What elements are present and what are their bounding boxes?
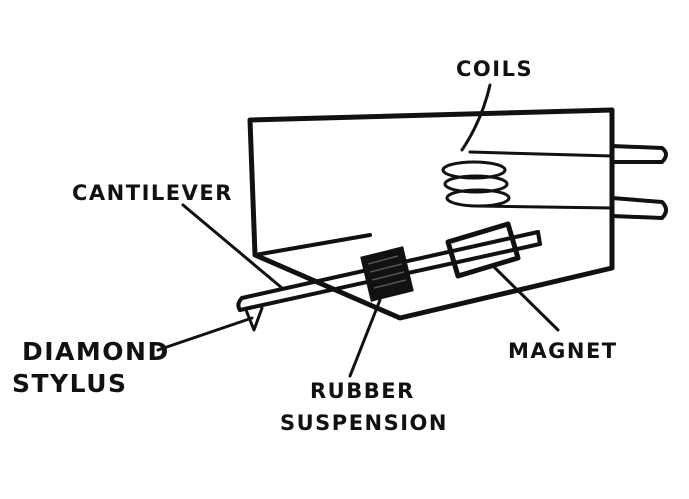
coil-wire-bottom	[474, 204, 614, 210]
label-diamond-stylus-line1: DIAMOND	[22, 337, 170, 366]
output-pin-top	[610, 144, 668, 164]
label-rubber-suspension-line2: SUSPENSION	[280, 411, 448, 435]
leader-line-diamond-stylus	[156, 316, 254, 352]
cantilever-end	[536, 230, 542, 246]
coil-loop-2	[443, 174, 509, 194]
coils-winding	[441, 150, 614, 210]
leader-line-rubber-suspension	[348, 298, 382, 378]
diamond-stylus-tip	[244, 306, 264, 332]
label-rubber-suspension-line1: RUBBER	[310, 379, 415, 403]
cartridge-front-edge	[253, 233, 372, 257]
output-pin-bottom	[610, 196, 668, 220]
label-coils: COILS	[456, 57, 533, 81]
label-magnet: MAGNET	[508, 339, 618, 363]
leader-line-magnet	[490, 263, 560, 332]
rubber-suspension-hatch	[367, 255, 407, 289]
cartridge-body	[247, 107, 615, 321]
coil-loop-3	[445, 188, 511, 208]
output-pins	[610, 144, 668, 220]
label-diamond-stylus-line2: STYLUS	[12, 369, 128, 398]
rubber-suspension-square	[360, 246, 414, 302]
coil-loop-1	[441, 160, 507, 180]
magnet-block	[445, 221, 521, 279]
cantilever-tip	[236, 296, 244, 312]
leader-line-coils	[460, 83, 492, 152]
label-cantilever: CANTILEVER	[72, 181, 233, 205]
rubber-suspension-block	[360, 246, 414, 302]
leader-line-cantilever	[181, 203, 284, 290]
coil-wire-top	[468, 150, 614, 158]
magnet-rect	[445, 221, 521, 279]
